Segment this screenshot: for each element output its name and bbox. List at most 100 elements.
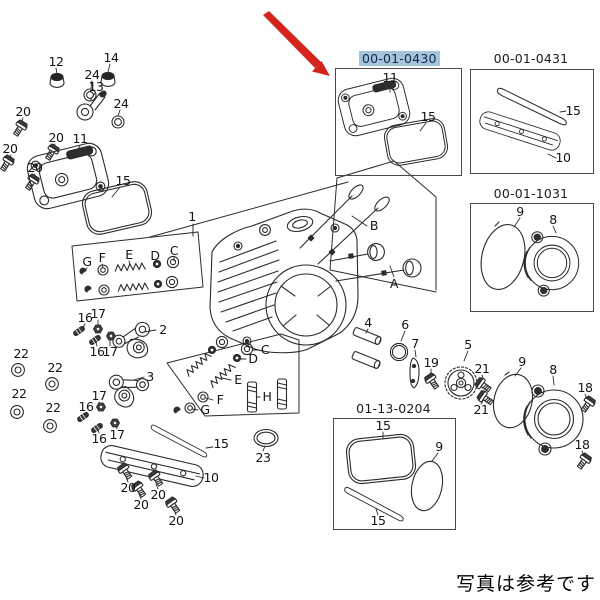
washer-22 — [10, 405, 24, 419]
part-label-24: 24 — [113, 95, 129, 111]
bolt-19 — [422, 371, 442, 392]
part-label-G: G — [82, 253, 92, 269]
part-label-20: 20 — [133, 496, 149, 512]
part-label-15: 15 — [213, 435, 229, 451]
part-label-G: G — [200, 401, 210, 417]
part-label-22: 22 — [11, 385, 27, 401]
part-label-8: 8 — [549, 211, 557, 227]
adjuster-screw-16 — [72, 325, 86, 337]
part-label-F: F — [216, 391, 224, 407]
part-label-A: A — [389, 275, 399, 291]
part-label-20: 20 — [168, 512, 184, 528]
washer-22 — [11, 363, 25, 377]
part-label-22: 22 — [47, 359, 63, 375]
kit-code-00-01-0431: 00-01-0431 — [493, 51, 569, 66]
washer-22 — [43, 419, 57, 433]
kit-code-01-13-0204: 01-13-0204 — [356, 401, 431, 416]
part-label-9: 9 — [435, 438, 443, 454]
part-label-22: 22 — [13, 345, 29, 361]
valve-spring-set-lower — [173, 335, 288, 414]
kit-box-00-01-1031 — [470, 203, 594, 312]
side-gasket-9 — [492, 371, 534, 429]
part-label-14: 14 — [103, 49, 119, 65]
part-label-20: 20 — [48, 129, 64, 145]
part-label-10: 10 — [555, 149, 571, 165]
part-label-17: 17 — [90, 305, 106, 321]
stud-H — [246, 381, 258, 413]
flange-bolt-18 — [574, 451, 594, 472]
kit-box-00-01-0431 — [470, 69, 594, 174]
part-label-11: 11 — [72, 130, 88, 146]
part-label-21: 21 — [473, 401, 489, 417]
cylinder-head-1 — [209, 208, 359, 354]
adjuster-nut-17 — [96, 402, 106, 412]
o-ring-6 — [389, 342, 409, 362]
valve-spring-set-upper — [79, 255, 180, 296]
part-label-7: 7 — [411, 335, 419, 351]
valves-B — [299, 184, 390, 265]
adjuster-nut-17 — [106, 331, 116, 341]
part-label-16: 16 — [77, 309, 93, 325]
part-label-4: 4 — [364, 314, 372, 330]
part-label-20: 20 — [120, 479, 136, 495]
part-label-E: E — [125, 246, 133, 262]
part-label-17: 17 — [91, 387, 107, 403]
kit-code-00-01-1031: 00-01-1031 — [493, 186, 569, 201]
part-label-22: 22 — [45, 399, 61, 415]
cam-sprocket-5 — [444, 366, 478, 400]
part-label-5: 5 — [464, 336, 472, 352]
adjuster-nut-17 — [93, 324, 103, 334]
part-label-15: 15 — [115, 172, 131, 188]
part-label-20: 20 — [150, 486, 166, 502]
kit-box-00-01-0430 — [335, 68, 462, 176]
side-cover-gasket-15 — [147, 423, 211, 459]
part-label-15: 15 — [370, 512, 386, 528]
flange-bolt-20 — [10, 118, 30, 139]
kit-box-01-13-0204 — [333, 418, 456, 530]
part-label-24: 24 — [84, 66, 100, 82]
kit-1031-drawing — [480, 221, 580, 297]
cooling-fins — [217, 240, 280, 332]
red-callout-arrow — [263, 11, 330, 76]
part-label-18: 18 — [577, 379, 593, 395]
part-label-13: 13 — [88, 78, 104, 94]
o-ring-23 — [253, 428, 279, 448]
valve-cover-11 — [24, 140, 112, 212]
tappet-cap-12 — [49, 72, 65, 88]
rocker-arm-2 — [112, 321, 150, 359]
part-label-10: 10 — [203, 469, 219, 485]
part-label-15: 15 — [565, 102, 581, 118]
part-label-3: 3 — [146, 368, 154, 384]
valves-A — [329, 243, 422, 282]
part-label-9: 9 — [516, 203, 524, 219]
part-label-17: 17 — [102, 343, 118, 359]
part-label-21: 21 — [474, 360, 490, 376]
dowel-pin-4 — [351, 351, 381, 369]
kit-code-00-01-0430-highlighted[interactable]: 00-01-0430 — [359, 51, 440, 66]
part-label-17: 17 — [109, 426, 125, 442]
part-label-15: 15 — [420, 108, 436, 124]
side-cover-10 — [98, 443, 206, 489]
part-label-C: C — [260, 341, 270, 357]
joint-13 — [76, 90, 107, 121]
stud-H — [276, 378, 288, 410]
part-label-16: 16 — [91, 430, 107, 446]
adjuster-nut-17 — [110, 418, 120, 428]
part-label-E: E — [234, 371, 242, 387]
part-label-16: 16 — [78, 398, 94, 414]
part-label-H: H — [262, 388, 272, 404]
rocker-arm-3 — [108, 374, 150, 408]
part-label-23: 23 — [255, 449, 271, 465]
part-label-19: 19 — [423, 354, 439, 370]
part-label-F: F — [98, 249, 106, 265]
part-label-8: 8 — [549, 361, 557, 377]
part-label-12: 12 — [48, 53, 64, 69]
reference-photo-note: 写真は参考です — [455, 573, 596, 595]
part-label-6: 6 — [401, 316, 409, 332]
tappet-cap-14 — [100, 71, 116, 87]
part-label-20: 20 — [27, 159, 43, 175]
part-label-D: D — [248, 350, 258, 366]
flange-bolt-20 — [0, 153, 17, 174]
